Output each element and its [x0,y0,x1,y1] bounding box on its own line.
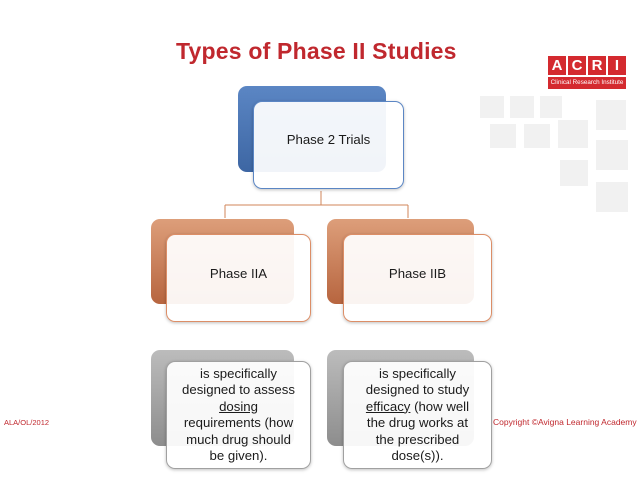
description-line: designed to assess [182,382,295,397]
decorative-square [596,182,628,212]
keyword-efficacy: efficacy [365,398,411,414]
branch-b-label: Phase IIB [388,265,447,281]
decorative-square [558,120,588,148]
slide-title: Types of Phase II Studies [176,38,457,64]
description-line: efficacy (how well [366,399,469,416]
description-line: designed to study [365,382,470,397]
branch-a-card: Phase IIA [166,234,311,322]
description-line: the drug works at [366,415,469,430]
description-line: much drug should [186,431,291,447]
footer-code: ALA/OL/2012 [4,418,50,427]
branch-b-card: Phase IIB [343,234,492,322]
decorative-square [596,100,626,130]
logo-letter: C [568,56,586,75]
description-b-card: is specifically designed to study effica… [343,361,492,469]
description-line: be given). [209,448,268,463]
description-b-text: is specifically designed to study effica… [366,366,469,465]
root-node-card: Phase 2 Trials [253,101,404,189]
footer-copyright: Copyright ©Avigna Learning Academy [493,417,637,427]
logo-letter: I [608,56,626,75]
description-line: is specifically [379,365,456,381]
description-line: is specifically [200,365,277,381]
decorative-square [480,96,504,118]
decorative-square [596,140,628,170]
logo-subtitle: Clinical Research Institute [548,77,626,89]
decorative-square [524,124,550,148]
description-a-card: is specifically designed to assess dosin… [166,361,311,469]
description-line: dose(s)). [391,448,444,463]
keyword-suffix: (how well [410,398,470,414]
keyword-dosing: dosing [219,398,258,414]
logo-letter: A [548,56,566,75]
description-a-text: is specifically designed to assess dosin… [182,366,295,465]
description-line: the prescribed [375,431,460,447]
logo-letter: R [588,56,606,75]
description-line: requirements (how [183,415,294,430]
decorative-square [510,96,534,118]
branch-a-label: Phase IIA [209,265,268,281]
decorative-square [540,96,562,118]
decorative-square [490,124,516,148]
root-node-label: Phase 2 Trials [286,131,371,147]
acri-logo: A C R I Clinical Research Institute [548,56,628,90]
decorative-square [560,160,588,186]
